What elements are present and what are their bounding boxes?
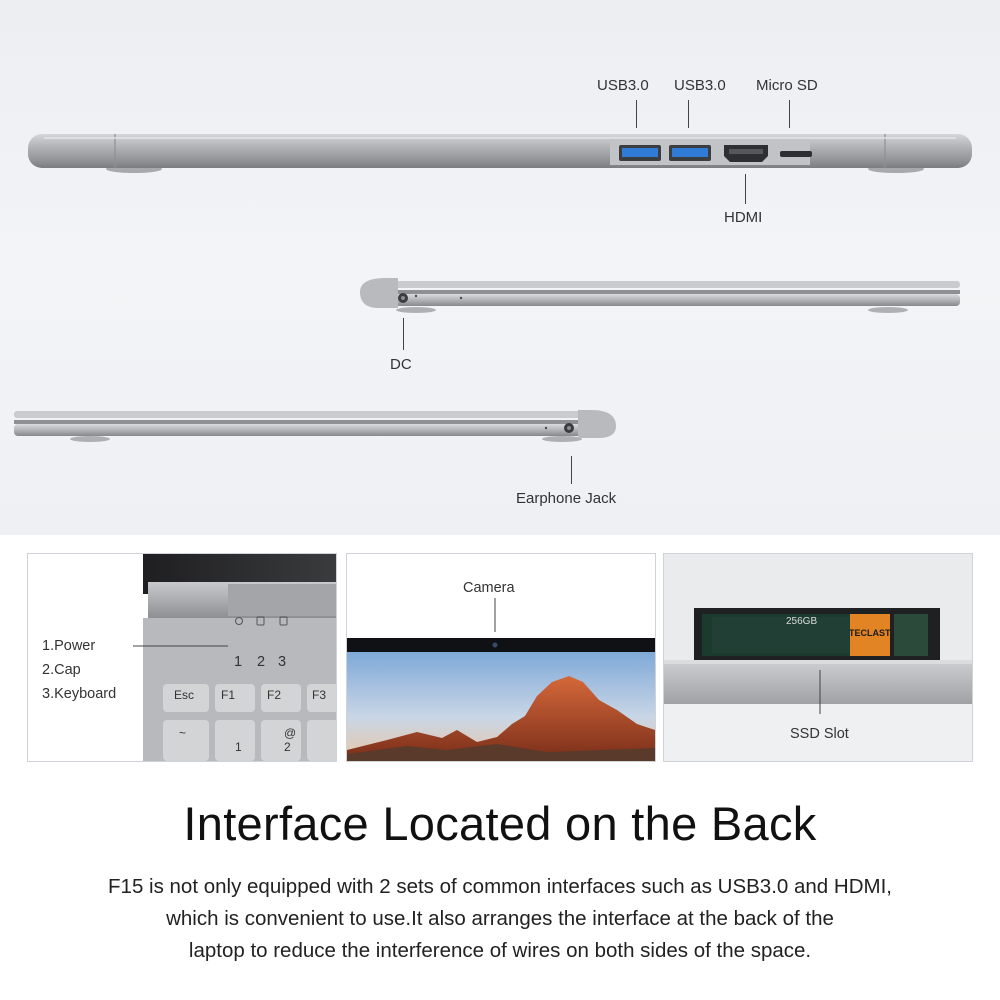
camera-label: Camera <box>463 580 515 596</box>
power-indicator-icon <box>235 617 243 625</box>
key-esc: Esc <box>174 688 195 702</box>
keyboard-indicator-icon <box>279 616 288 626</box>
earphone-jack-icon <box>564 423 574 433</box>
key-at: @ <box>284 726 297 740</box>
usb1-label: USB3.0 <box>597 77 649 94</box>
dc-leader-line <box>403 318 404 350</box>
usb2-leader-line <box>688 100 689 128</box>
screen-landscape-illustration <box>347 598 655 761</box>
laptop-back-view <box>28 134 972 173</box>
body-line-1: F15 is not only equipped with 2 sets of … <box>108 875 892 898</box>
ssd-slot-illustration <box>664 554 972 714</box>
earphone-label: Earphone Jack <box>516 490 617 507</box>
indicator-power-label: 1.Power <box>42 638 96 654</box>
microsd-leader-line <box>789 100 790 128</box>
hdmi-port-icon <box>724 145 768 162</box>
usb2-label: USB3.0 <box>674 77 726 94</box>
camera-detail-panel: Camera <box>346 553 656 762</box>
micro-sd-slot-icon <box>780 151 812 157</box>
indicator-number-1: 1 <box>234 654 243 670</box>
usb-port-2-icon <box>669 145 711 161</box>
laptop-left-side-view <box>360 278 960 313</box>
indicator-detail-panel: 1.Power 2.Cap 3.Keyboard 1 2 3 Esc F1 F2… <box>27 553 337 762</box>
indicator-cap-label: 2.Cap <box>42 662 81 678</box>
indicator-number-2: 2 <box>257 654 266 670</box>
body-line-3: laptop to reduce the interference of wir… <box>188 939 812 962</box>
key-f1: F1 <box>221 688 236 702</box>
key-two: 2 <box>284 740 291 754</box>
microsd-label: Micro SD <box>756 77 818 94</box>
body-line-2: which is convenient to use.It also arran… <box>166 907 834 930</box>
hdmi-leader-line <box>745 174 746 204</box>
indicator-keyboard-label: 3.Keyboard <box>42 686 117 702</box>
key-f2: F2 <box>267 688 282 702</box>
dc-label: DC <box>390 356 412 373</box>
ssd-card-icon <box>702 614 928 656</box>
product-background <box>0 0 1000 535</box>
indicator-number-3: 3 <box>278 654 287 670</box>
ssd-capacity-text: 256GB <box>786 616 818 627</box>
dc-port-icon <box>398 293 408 303</box>
ssd-brand-text: TECLAST <box>849 628 891 638</box>
key-tilde: ~ <box>179 726 187 740</box>
cap-indicator-icon <box>256 616 265 626</box>
laptop-right-side-view <box>14 410 616 442</box>
ssd-slot-label: SSD Slot <box>790 726 849 742</box>
key-f3: F3 <box>312 688 327 702</box>
hdmi-label: HDMI <box>724 209 763 226</box>
key-one: 1 <box>235 740 242 754</box>
page-headline: Interface Located on the Back <box>183 797 817 850</box>
ssd-detail-panel: 256GB TECLAST SSD Slot <box>663 553 973 762</box>
keyboard-hinge-illustration <box>133 554 336 761</box>
usb1-leader-line <box>636 100 637 128</box>
earphone-leader-line <box>571 456 572 484</box>
usb-port-1-icon <box>619 145 661 161</box>
